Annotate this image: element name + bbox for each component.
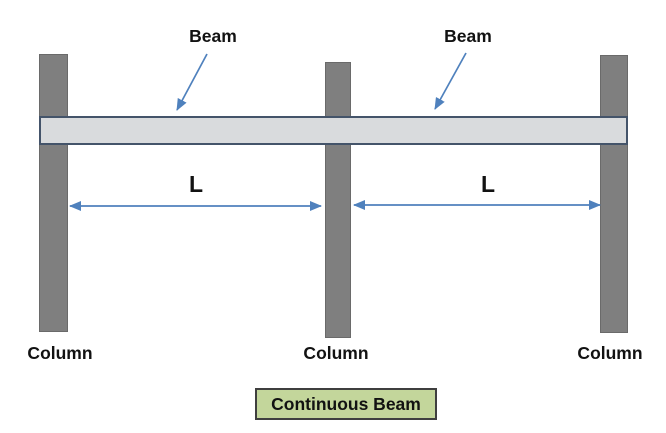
right-column — [600, 55, 628, 333]
column-label-3: Column — [577, 343, 643, 363]
span-length-label-2: L — [480, 171, 496, 197]
beam-leader-arrow-2 — [434, 52, 467, 110]
beam-leader-arrow-1 — [176, 53, 208, 111]
beam-label-1: Beam — [189, 26, 237, 46]
caption-text: Continuous Beam — [271, 393, 421, 414]
beam-bar — [39, 116, 628, 145]
beam-label-2: Beam — [444, 26, 492, 46]
left-column — [39, 54, 68, 332]
column-label-2: Column — [303, 343, 369, 363]
caption-box: Continuous Beam — [255, 388, 437, 420]
span-length-label-1: L — [188, 171, 204, 197]
column-label-1: Column — [27, 343, 93, 363]
middle-column — [325, 62, 351, 338]
